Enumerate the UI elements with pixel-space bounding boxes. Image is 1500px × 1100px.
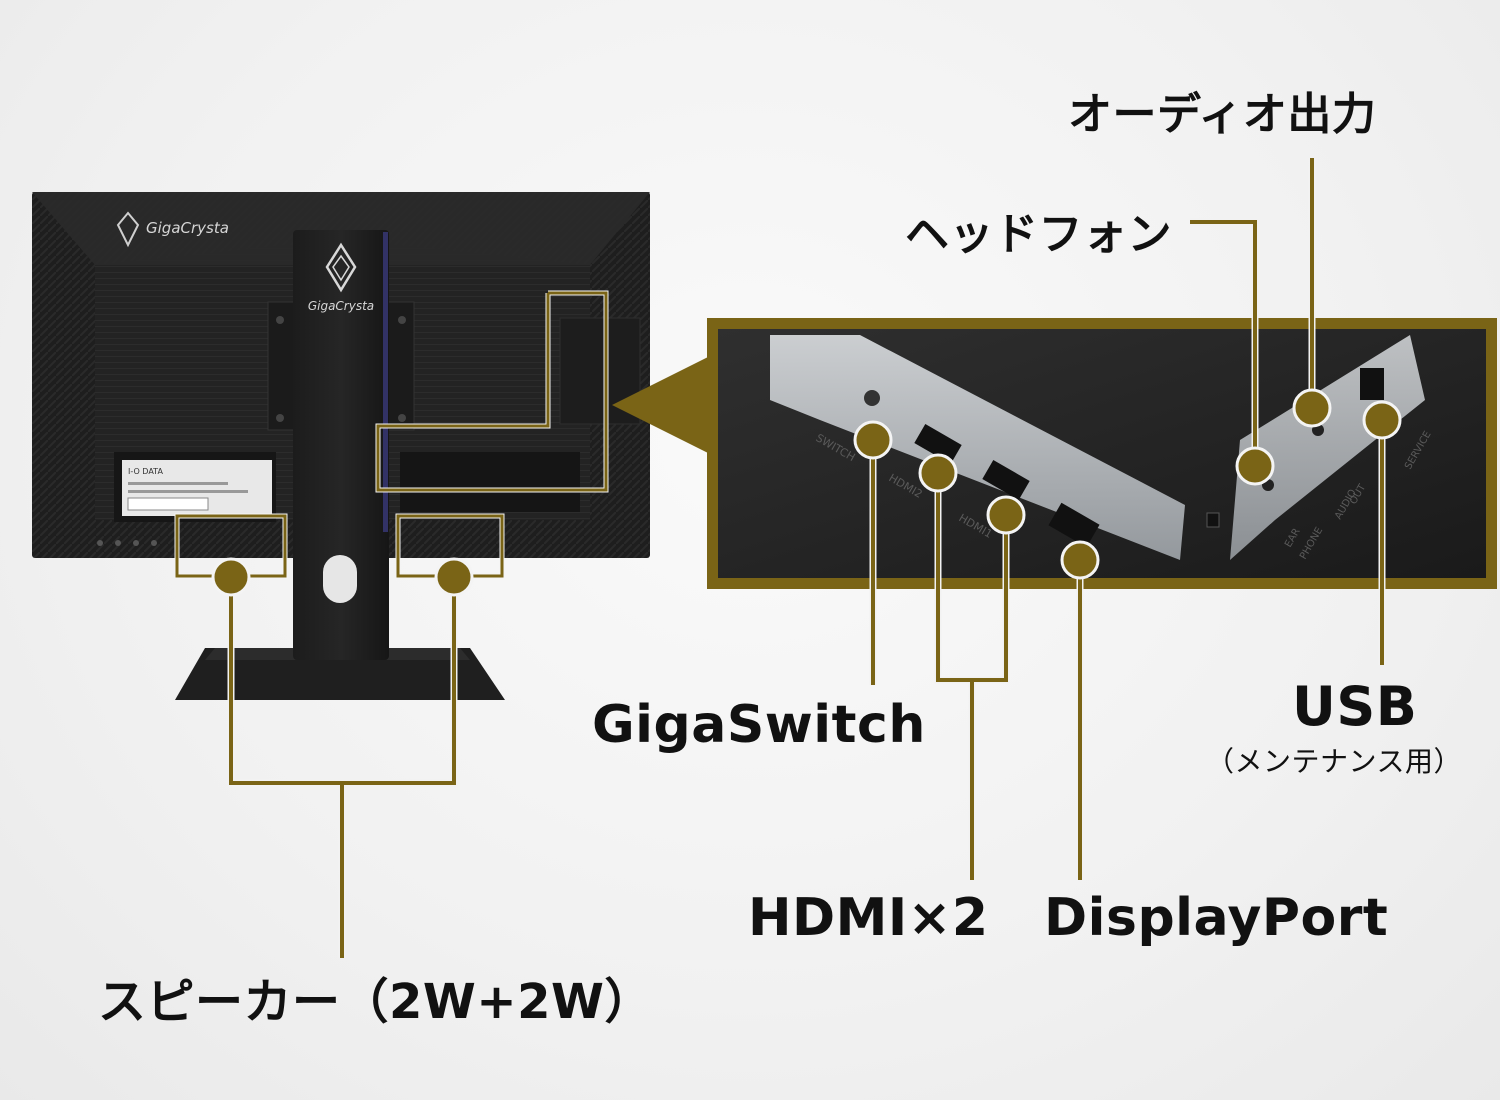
brand-text-top: GigaCrysta [146, 219, 229, 237]
monitor-top-bevel [32, 192, 650, 265]
brand-text-stand: GigaCrysta [308, 299, 374, 313]
leader-lines-gold [229, 158, 1384, 958]
marker-headphone [1235, 446, 1275, 486]
monitor-back: GigaCrysta I-O DATA [32, 192, 650, 700]
screw [398, 414, 406, 422]
marker-audio-out [1292, 388, 1332, 428]
cable-hole [323, 555, 357, 603]
zoom-pointer [612, 355, 712, 455]
stand-accent [383, 232, 388, 532]
stand-base [175, 648, 505, 700]
marker-speaker-left [211, 557, 251, 597]
markers [211, 388, 1402, 597]
marker-displayport [1060, 540, 1100, 580]
label-usb-note: （メンテナンス用） [1206, 745, 1462, 778]
hdmi1-port [982, 459, 1030, 501]
lock-slot [1206, 512, 1220, 528]
marker-hdmi2 [918, 453, 958, 493]
hdmi2-port [914, 423, 962, 465]
port-bay [400, 452, 580, 512]
label-gigaswitch: GigaSwitch [592, 695, 926, 755]
usb-port [1360, 368, 1384, 400]
maker-text: I-O DATA [128, 467, 163, 476]
dp-port [1048, 502, 1100, 548]
label-hdmi: HDMI×2 [748, 888, 989, 948]
marker-hdmi1 [986, 495, 1026, 535]
label-line [128, 490, 248, 493]
control-buttons [97, 540, 157, 546]
logo-stand: GigaCrysta [308, 242, 374, 313]
screw [398, 316, 406, 324]
screw [276, 316, 284, 324]
zoom-panel: SWITCH HDMI2 HDMI1 EAR PHONE AUDIO OUT S… [707, 318, 1497, 589]
screw [276, 414, 284, 422]
label-line [128, 482, 228, 485]
stand-neck [293, 230, 389, 660]
marker-speaker-right [434, 557, 474, 597]
label-speaker: スピーカー（2W+2W） [98, 974, 653, 1030]
label-headphone: ヘッドフォン [905, 209, 1172, 260]
label-displayport: DisplayPort [1044, 888, 1389, 948]
label-box [127, 497, 209, 511]
switch-button [864, 390, 880, 406]
label-audio-out: オーディオ出力 [1068, 89, 1377, 140]
marker-usb [1362, 400, 1402, 440]
label-usb: USB [1292, 675, 1418, 738]
logo-top-left: GigaCrysta [116, 211, 229, 248]
marker-gigaswitch [853, 420, 893, 460]
